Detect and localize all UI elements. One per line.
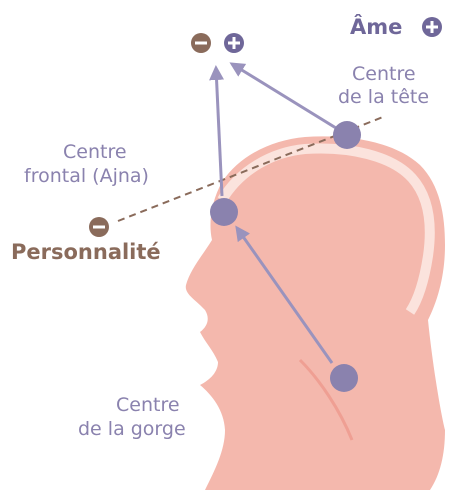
frontal-center-label-line1: Centre: [63, 141, 127, 163]
minus-icon: [191, 33, 211, 53]
neck-contour: [298, 358, 354, 441]
soul-plus-icon: [422, 17, 442, 37]
frontal-center-label-line2: frontal (Ajna): [24, 165, 149, 187]
head-center-label-line1: Centre: [352, 63, 416, 85]
brain-outline: [217, 143, 435, 315]
arrow-throat-to-frontal: [235, 225, 334, 364]
head-silhouette: [185, 136, 445, 490]
throat-center-dot: [330, 364, 358, 392]
personality-label: Personnalité: [11, 240, 161, 264]
arrow-head-center-to-soul: [229, 62, 337, 130]
frontal-center-dot: [210, 198, 238, 226]
head-center-dot: [333, 121, 361, 149]
soul-label: Âme: [350, 14, 402, 39]
head-center-label-line2: de la tête: [338, 86, 429, 108]
personality-minus-icon: [89, 217, 109, 237]
throat-center-label-line2: de la gorge: [78, 418, 186, 440]
arrow-frontal-to-soul: [209, 65, 225, 197]
throat-center-label-line1: Centre: [116, 394, 180, 416]
plus-icon: [224, 33, 244, 53]
